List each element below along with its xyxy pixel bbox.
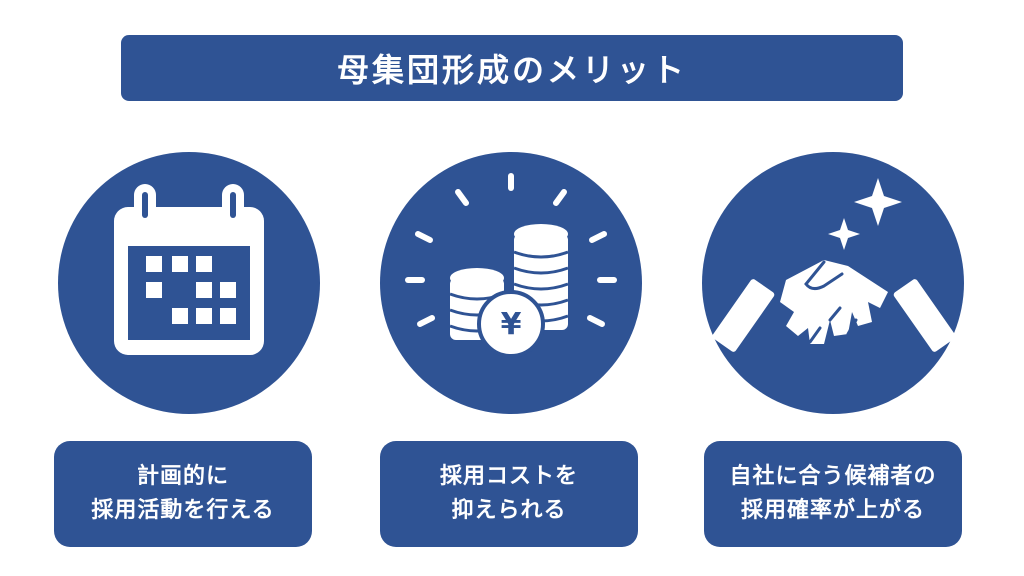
merit-card-match: 自社に合う候補者の 採用確率が上がる [704,441,962,547]
sparkle-small-icon [828,218,860,250]
coin-stack-yen-icon: ¥ [405,173,617,358]
yen-symbol: ¥ [501,307,522,342]
card-line-1: 計画的に [136,464,229,489]
merit-card-planning: 計画的に 採用活動を行える [54,441,312,547]
card-line-1: 採用コストを [439,464,578,489]
calendar-icon [114,184,264,355]
card-line-2: 採用確率が上がる [740,498,925,523]
card-line-1: 自社に合う候補者の [729,464,937,489]
card-line-2: 採用活動を行える [91,498,275,523]
page-title: 母集団形成のメリット [336,51,687,89]
card-line-2: 抑えられる [451,498,567,523]
handshake-sparkle-icon [712,178,956,352]
title-banner: 母集団形成のメリット [121,35,903,101]
merit-circle-planning [58,152,320,414]
merit-circle-match [702,152,964,414]
sparkle-large-icon [854,178,902,226]
merit-card-cost: 採用コストを 抑えられる [380,441,638,547]
merit-circle-cost: ¥ [380,152,642,414]
